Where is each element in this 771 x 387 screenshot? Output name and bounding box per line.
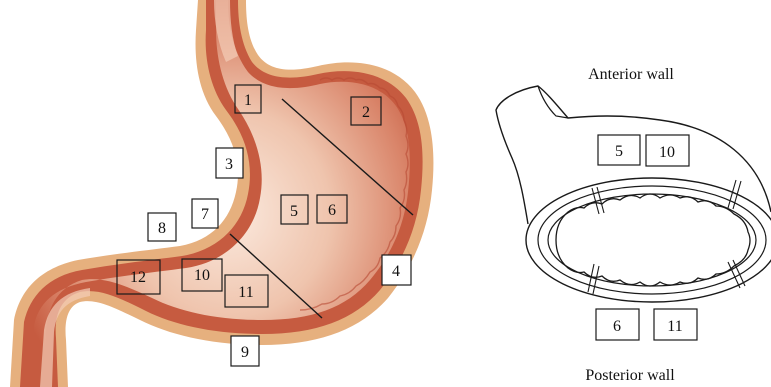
region-box-1: 1 xyxy=(235,85,261,113)
stomach-cross-section-diagram: Anterior wall Posterior wall 5 xyxy=(496,66,771,384)
cross-section-posterior-box-a: 6 xyxy=(596,309,639,340)
region-box-7: 7 xyxy=(192,199,218,228)
cross-section-anterior-box-b: 10 xyxy=(646,135,689,166)
region-label-5: 5 xyxy=(290,203,298,220)
region-box-8: 8 xyxy=(148,213,176,241)
posterior-region-label-a: 6 xyxy=(613,318,621,335)
region-label-3: 3 xyxy=(225,156,233,173)
region-label-10: 10 xyxy=(194,267,210,284)
posterior-wall-label: Posterior wall xyxy=(585,367,675,384)
cross-section-mucosa xyxy=(556,194,750,286)
region-box-3: 3 xyxy=(216,148,243,178)
anterior-region-label-b: 10 xyxy=(659,144,675,161)
region-label-1: 1 xyxy=(244,92,252,109)
region-label-12: 12 xyxy=(130,269,146,286)
region-label-6: 6 xyxy=(328,202,336,219)
posterior-region-label-b: 11 xyxy=(667,318,682,335)
region-label-7: 7 xyxy=(201,206,209,223)
cross-section-anterior-box-a: 5 xyxy=(598,135,640,165)
cross-section-middle-ring xyxy=(538,186,766,294)
region-box-9: 9 xyxy=(231,336,259,366)
region-label-11: 11 xyxy=(238,284,253,301)
region-label-9: 9 xyxy=(241,344,249,361)
region-label-2: 2 xyxy=(362,104,370,121)
region-label-4: 4 xyxy=(392,263,400,280)
anterior-wall-label: Anterior wall xyxy=(588,66,674,83)
stomach-illustration: 1 2 3 5 6 7 8 4 xyxy=(10,0,433,387)
region-box-4: 4 xyxy=(382,255,411,285)
cross-section-outer-ring xyxy=(526,178,771,302)
cross-section-posterior-box-b: 11 xyxy=(654,309,697,340)
region-label-8: 8 xyxy=(158,220,166,237)
anterior-region-label-a: 5 xyxy=(615,143,623,160)
